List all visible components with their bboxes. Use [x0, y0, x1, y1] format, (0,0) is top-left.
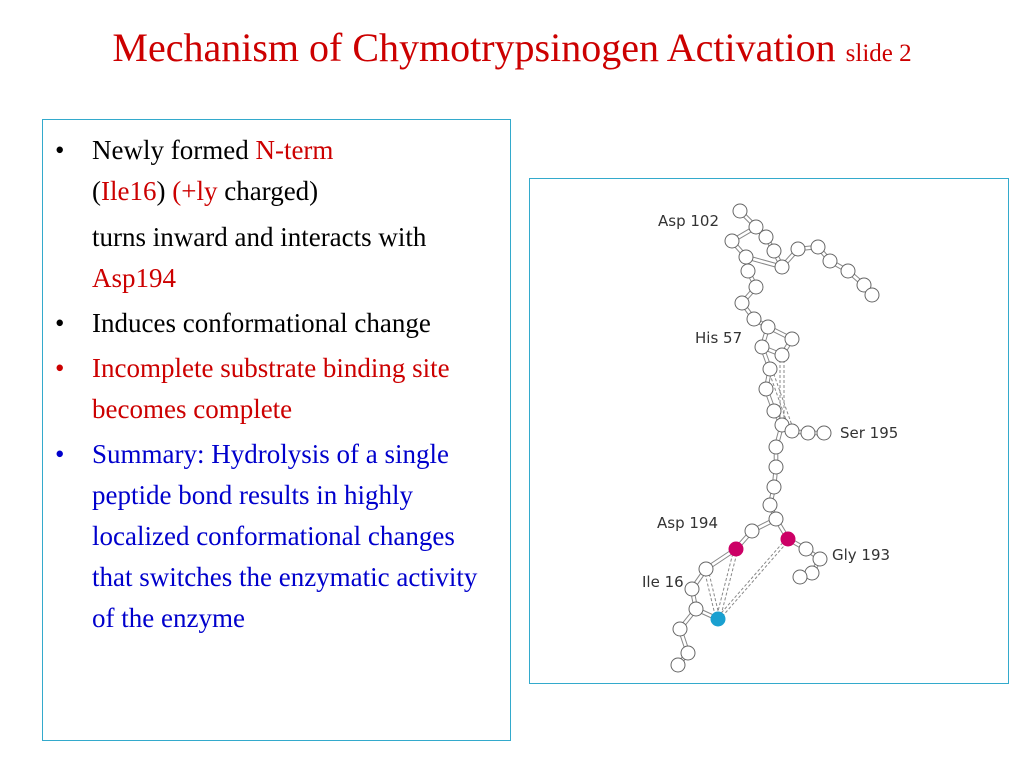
hydrogen-bond	[707, 568, 721, 620]
bullet-item-binding-site: • Incomplete substrate binding site beco…	[43, 348, 510, 430]
atom-layer	[670, 203, 880, 673]
carbon-atom	[816, 425, 832, 441]
label-ile16: Ile 16	[642, 573, 684, 591]
bullet-text: Incomplete substrate binding site become…	[92, 353, 450, 424]
bullet-dot: •	[55, 135, 65, 165]
oxygen-atom	[780, 531, 796, 547]
bullet-dot: •	[55, 308, 65, 338]
carbon-atom	[792, 569, 808, 585]
label-asp194: Asp 194	[657, 514, 718, 532]
bullet-item-conformational: • Induces conformational change	[43, 303, 510, 344]
carbon-atom	[784, 423, 800, 439]
carbon-atom	[762, 361, 778, 377]
carbon-atom	[856, 277, 872, 293]
label-gly193: Gly 193	[832, 546, 890, 564]
label-ser195: Ser 195	[840, 424, 898, 442]
carbon-atom	[766, 479, 782, 495]
carbon-atom	[798, 541, 814, 557]
label-his57: His 57	[695, 329, 742, 347]
bullet-text: Newly formed	[92, 135, 256, 165]
carbon-atom	[672, 621, 688, 637]
carbon-atom	[732, 203, 748, 219]
carbon-atom	[748, 219, 764, 235]
bullet-text: turns inward and interacts with	[92, 222, 427, 252]
charge-highlight: (+ly	[172, 176, 218, 206]
hydrogen-bond	[715, 548, 735, 620]
carbon-atom	[744, 523, 760, 539]
carbon-atom	[688, 601, 704, 617]
carbon-atom	[740, 263, 756, 279]
carbon-atom	[724, 233, 740, 249]
asp194-highlight: Asp194	[92, 263, 177, 293]
carbon-atom	[738, 249, 754, 265]
carbon-atom	[784, 331, 800, 347]
carbon-atom	[766, 243, 782, 259]
carbon-atom	[768, 459, 784, 475]
carbon-atom	[800, 425, 816, 441]
carbon-atom	[840, 263, 856, 279]
hydrogen-bond	[771, 368, 795, 432]
label-asp102: Asp 102	[658, 212, 719, 230]
molecule-figure: Asp 102 His 57 Ser 195 Asp 194 Gly 193 I…	[529, 178, 1009, 684]
slide-title: Mechanism of Chymotrypsinogen Activation…	[0, 22, 1024, 80]
bullet-item-summary: • Summary: Hydrolysis of a single peptid…	[43, 434, 510, 639]
bullet-item-n-term: • Newly formed N-term (Ile16) (+ly charg…	[43, 130, 510, 212]
carbon-atom	[754, 339, 770, 355]
bullet-dot: •	[55, 353, 65, 383]
bullet-text: Summary: Hydrolysis of a single peptide …	[92, 439, 478, 633]
carbon-atom	[774, 259, 790, 275]
hydrogen-bond	[767, 368, 791, 432]
bullet-text: (	[92, 176, 101, 206]
slide-title-suffix: slide 2	[845, 40, 912, 67]
bullet-text-box: • Newly formed N-term (Ile16) (+ly charg…	[42, 119, 511, 741]
carbon-atom	[822, 253, 838, 269]
carbon-atom	[790, 241, 806, 257]
carbon-atom	[864, 287, 880, 303]
carbon-atom	[734, 295, 750, 311]
carbon-atom	[684, 581, 700, 597]
molecule-diagram: Asp 102 His 57 Ser 195 Asp 194 Gly 193 I…	[642, 203, 898, 673]
hydrogen-bond	[715, 538, 787, 620]
carbon-atom	[680, 645, 696, 661]
ile16-highlight: Ile16	[101, 176, 157, 206]
carbon-atom	[762, 497, 778, 513]
carbon-atom	[768, 439, 784, 455]
carbon-atom	[760, 319, 776, 335]
bullet-list: • Newly formed N-term (Ile16) (+ly charg…	[43, 130, 510, 639]
hydrogen-bond-layer	[703, 355, 795, 620]
carbon-atom	[774, 347, 790, 363]
bullet-text: Induces conformational change	[92, 308, 431, 338]
bullet-dot: •	[55, 439, 65, 469]
carbon-atom	[758, 381, 774, 397]
slide-title-main: Mechanism of Chymotrypsinogen Activation	[112, 25, 836, 70]
carbon-atom	[746, 311, 762, 327]
nitrogen-atom	[710, 611, 726, 627]
carbon-atom	[758, 229, 774, 245]
hydrogen-bond	[719, 538, 791, 620]
oxygen-atom	[728, 541, 744, 557]
carbon-atom	[812, 551, 828, 567]
carbon-atom	[748, 279, 764, 295]
carbon-atom	[766, 403, 782, 419]
carbon-atom	[810, 239, 826, 255]
bullet-text: )	[156, 176, 173, 206]
carbon-atom	[698, 561, 714, 577]
hydrogen-bond	[719, 548, 739, 620]
carbon-atom	[768, 511, 784, 527]
bullet-continuation: turns inward and interacts with Asp194	[43, 217, 510, 299]
bullet-text: charged)	[217, 176, 319, 206]
hydrogen-bond	[703, 568, 717, 620]
n-term-highlight: N-term	[255, 135, 334, 165]
carbon-atom	[670, 657, 686, 673]
